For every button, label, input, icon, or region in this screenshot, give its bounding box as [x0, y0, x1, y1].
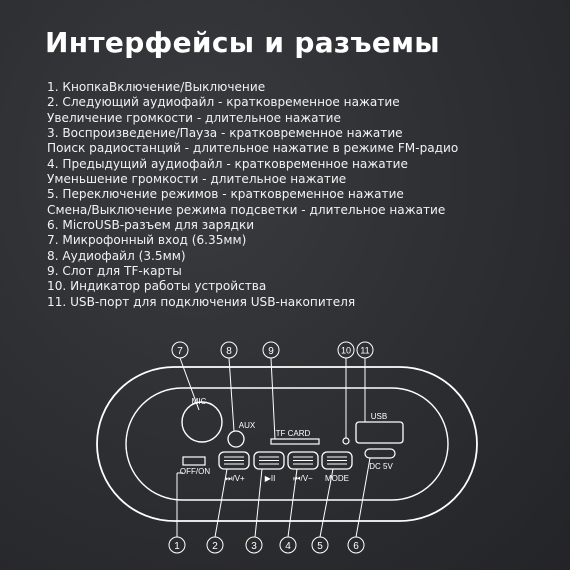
mode-button-label: MODE: [325, 474, 349, 483]
callout-8-number: 8: [226, 346, 232, 357]
leader-line-9: [270, 357, 276, 440]
legend-item: 8. Аудиофайл (3.5мм): [47, 248, 186, 263]
mic-label: MIC: [192, 397, 207, 406]
callout-11: 11: [356, 341, 374, 359]
page-title: Интерфейсы и разъемы: [45, 26, 440, 59]
power-switch-label: OFF/ON: [180, 467, 210, 476]
legend-item: Поиск радиостанций - длительное нажатие …: [47, 141, 459, 156]
callout-8: 8: [220, 341, 238, 359]
usb-port[interactable]: [355, 421, 404, 444]
usb-label: USB: [371, 412, 387, 421]
callout-9: 9: [262, 341, 280, 359]
callout-5-number: 5: [317, 541, 323, 552]
leader-lines: [176, 357, 371, 538]
leader-line-5: [319, 468, 334, 538]
legend-item: Уменьшение громкости - длительное нажати…: [47, 172, 347, 187]
legend-list: 1. КнопкаВключение/Выключение 2. Следующ…: [47, 80, 458, 310]
play-pause-button[interactable]: [253, 451, 285, 470]
legend-item: 10. Индикатор работы устройства: [47, 279, 267, 294]
legend-item: 9. Слот для TF-карты: [47, 264, 182, 279]
leader-line-6: [355, 457, 371, 538]
mic-jack[interactable]: [181, 401, 223, 443]
legend-item: 2. Следующий аудиофайл - кратковременное…: [47, 95, 400, 110]
prev-volume-down-button[interactable]: [287, 451, 319, 470]
leader-line-4: [287, 468, 298, 538]
callout-6-number: 6: [353, 541, 359, 552]
power-indicator-led: [342, 437, 350, 445]
callout-3-number: 3: [251, 541, 257, 552]
callout-1-number: 1: [174, 541, 180, 552]
next-volume-up-button[interactable]: [218, 451, 250, 470]
tf-card-label: TF CARD: [276, 429, 311, 438]
callout-5: 5: [311, 536, 329, 554]
legend-item: 1. КнопкаВключение/Выключение: [47, 80, 266, 94]
callout-10-number: 10: [341, 346, 351, 356]
leader-line-2: [214, 468, 228, 538]
callout-10: 10: [337, 341, 355, 359]
leader-line-3: [254, 468, 263, 538]
legend-item: Увеличение громкости - длительное нажати…: [47, 110, 341, 125]
callout-4-number: 4: [285, 541, 291, 552]
power-switch[interactable]: [182, 456, 206, 466]
callout-7-number: 7: [177, 346, 183, 357]
leader-line-8: [228, 357, 235, 432]
dc-5v-port[interactable]: [364, 448, 396, 459]
aux-jack[interactable]: [227, 430, 245, 448]
legend-item: 6. MicroUSB-разъем для зарядки: [47, 218, 255, 233]
callout-9-number: 9: [268, 346, 274, 357]
callout-6: 6: [347, 536, 365, 554]
callout-1: 1: [168, 536, 186, 554]
callout-7: 7: [171, 341, 189, 359]
legend-item: Смена/Выключение режима подсветки - длит…: [47, 202, 446, 217]
tf-card-slot[interactable]: [270, 438, 320, 445]
legend-item: 5. Переключение режимов - кратковременно…: [47, 187, 404, 202]
callout-2: 2: [206, 536, 224, 554]
legend-item: 7. Микрофонный вход (6.35мм): [47, 233, 247, 248]
dc-5v-label: DC 5V: [369, 462, 393, 471]
panel-inner-outline: [125, 387, 449, 501]
callout-2-number: 2: [212, 541, 218, 552]
legend-item: 4. Предыдущий аудиофайл - кратковременно…: [47, 156, 408, 171]
mode-button[interactable]: [321, 451, 353, 470]
legend-item: 11. USB-порт для подключения USB-накопит…: [47, 294, 356, 309]
callout-11-number: 11: [360, 346, 369, 356]
panel-outer-outline: [96, 366, 478, 522]
aux-label: AUX: [239, 421, 256, 430]
legend-item: 3. Воспроизведение/Пауза - кратковременн…: [47, 126, 403, 141]
play-pause-button-label: ▶II: [265, 474, 276, 483]
next-button-label: ⏭/V+: [225, 474, 245, 483]
callout-3: 3: [245, 536, 263, 554]
callout-4: 4: [279, 536, 297, 554]
leader-line-7: [179, 357, 200, 411]
prev-button-label: ⏮/V−: [293, 474, 313, 483]
